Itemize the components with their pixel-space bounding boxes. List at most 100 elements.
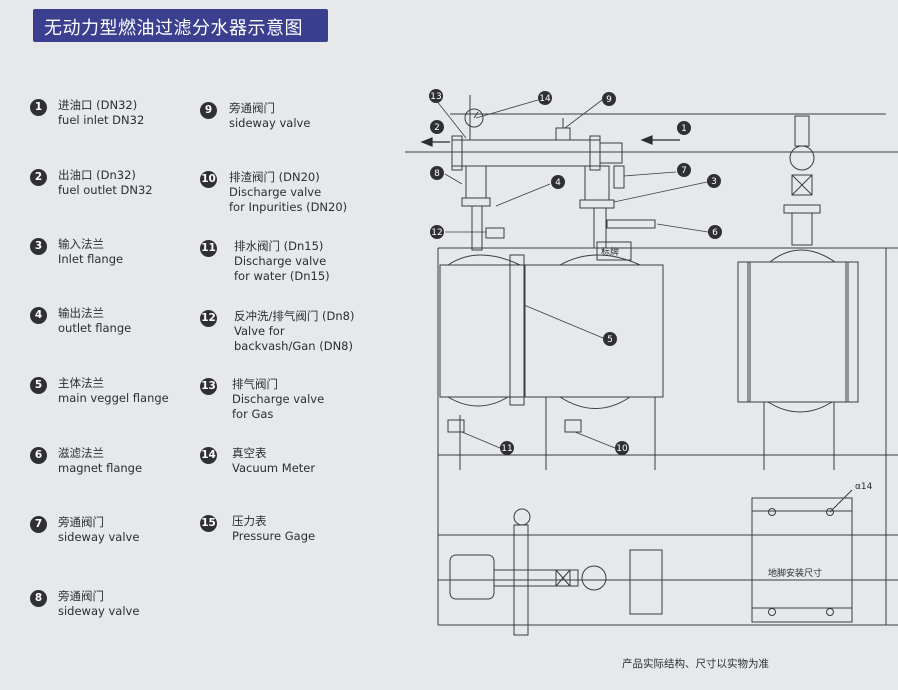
nameplate-label: 标牌 — [601, 246, 619, 258]
plan-vessel — [581, 565, 607, 591]
legend-en: Discharge valve — [229, 185, 322, 199]
legend-number: 15 — [200, 515, 217, 532]
legend-number: 5 — [30, 377, 47, 394]
backwash-valve-12 — [485, 227, 505, 239]
pressure-gauge-stem — [794, 115, 810, 147]
callout-7: 7 — [677, 163, 691, 177]
callout-3: 3 — [707, 174, 721, 188]
legend-en: Discharge valve — [234, 254, 327, 268]
bypass-valve-9 — [555, 127, 571, 141]
callout-12: 12 — [430, 225, 444, 239]
legend-number: 4 — [30, 307, 47, 324]
side-vessel-bottom — [767, 401, 833, 413]
legend-en: Pressure Gage — [232, 529, 316, 543]
flow-arrow-icon — [420, 137, 433, 147]
pressure-gauge-icon — [789, 145, 815, 171]
legend-en: fuel inlet DN32 — [58, 113, 145, 127]
left-vessel-body — [439, 264, 526, 398]
plan-pipe — [493, 569, 579, 587]
hole-diameter-label: α14 — [855, 482, 873, 492]
legend-en: Discharge valve — [232, 392, 325, 406]
callout-14: 14 — [538, 91, 552, 105]
plan-drain — [513, 508, 531, 526]
svg-text:7: 7 — [681, 166, 687, 176]
outlet-flange — [451, 135, 463, 171]
middle-vessel-dome — [559, 254, 641, 266]
side-valve — [791, 174, 813, 196]
legend-number: 8 — [30, 590, 47, 607]
flow-arrow-icon — [640, 135, 653, 145]
callout-10: 10 — [615, 441, 629, 455]
vacuum-gauge-icon — [464, 108, 484, 128]
plan-valve — [555, 569, 571, 587]
inlet-flange — [589, 135, 601, 171]
legend-zh: 排水阀门 (Dn15) — [234, 239, 324, 253]
legend-zh: 旁通阀门 — [58, 589, 104, 603]
callout-1: 1 — [677, 121, 691, 135]
legend-en: sideway valve — [58, 604, 140, 618]
legend-number: 7 — [30, 516, 47, 533]
legend-zh: 滋滤法兰 — [58, 446, 104, 460]
svg-text:9: 9 — [606, 95, 612, 105]
plan-flange — [513, 524, 529, 636]
middle-vessel-body — [524, 264, 664, 398]
magnet-flange — [606, 219, 656, 229]
left-vessel-bottom — [447, 396, 509, 407]
svg-text:11: 11 — [501, 444, 512, 454]
svg-text:3: 3 — [711, 177, 717, 187]
svg-text:10: 10 — [616, 444, 628, 454]
legend-en: sideway valve — [58, 530, 140, 544]
legend-en: for water (Dn15) — [234, 269, 330, 283]
diagram-title: 无动力型燃油过滤分水器示意图 — [44, 18, 303, 39]
legend-en: magnet flange — [58, 461, 143, 475]
legend-number: 1 — [30, 99, 47, 116]
anchor-hole — [768, 608, 776, 616]
foundation-caption: 地脚安装尺寸 — [768, 567, 822, 579]
foundation-plan — [751, 497, 853, 623]
legend-number: 3 — [30, 238, 47, 255]
callout-4: 4 — [551, 175, 565, 189]
legend-number: 12 — [200, 310, 217, 327]
svg-text:8: 8 — [434, 169, 440, 179]
callout-6: 6 — [708, 225, 722, 239]
legend-number: 13 — [200, 378, 217, 395]
legend-number: 9 — [200, 102, 217, 119]
legend-number: 2 — [30, 169, 47, 186]
legend-number: 14 — [200, 447, 217, 464]
anchor-hole — [826, 608, 834, 616]
svg-text:6: 6 — [712, 228, 718, 238]
side-flange — [783, 204, 821, 214]
left-neck — [471, 205, 483, 251]
middle-vessel-bottom — [559, 396, 631, 409]
side-vessel-flange — [737, 261, 751, 403]
legend-en: fuel outlet DN32 — [58, 183, 153, 197]
legend-zh: 进油口 (DN32) — [58, 98, 138, 112]
svg-text:1: 1 — [681, 124, 687, 134]
svg-text:14: 14 — [539, 94, 551, 104]
main-vessel-flange — [509, 254, 525, 406]
side-vessel-dome — [769, 249, 836, 263]
legend-en: backvash/Gan (DN8) — [234, 339, 353, 353]
plan-vessel — [449, 554, 495, 600]
legend-zh: 真空表 — [232, 446, 267, 460]
legend-number: 6 — [30, 447, 47, 464]
svg-text:4: 4 — [555, 178, 561, 188]
legend-zh: 输入法兰 — [58, 237, 104, 251]
legend-zh: 主体法兰 — [58, 376, 104, 390]
middle-inlet-flange — [579, 199, 615, 209]
legend-en: for Inpurities (DN20) — [229, 200, 348, 214]
plan-magnet-flange — [629, 549, 663, 615]
legend-zh: 出油口 (Dn32) — [58, 168, 136, 182]
legend-en: sideway valve — [229, 116, 311, 130]
callout-11: 11 — [500, 441, 514, 455]
legend-number: 10 — [200, 171, 217, 188]
svg-text:13: 13 — [430, 92, 441, 102]
footer-note: 产品实际结构、尺寸以实物为准 — [622, 658, 769, 670]
legend-en: Valve for — [234, 324, 285, 338]
callouts: 13 14 9 2 1 8 7 4 3 12 6 5 11 10 — [429, 89, 722, 455]
callout-9: 9 — [602, 92, 616, 106]
legend-en: Vacuum Meter — [232, 461, 316, 475]
legend-zh: 旁通阀门 — [58, 515, 104, 529]
svg-text:12: 12 — [431, 228, 442, 238]
